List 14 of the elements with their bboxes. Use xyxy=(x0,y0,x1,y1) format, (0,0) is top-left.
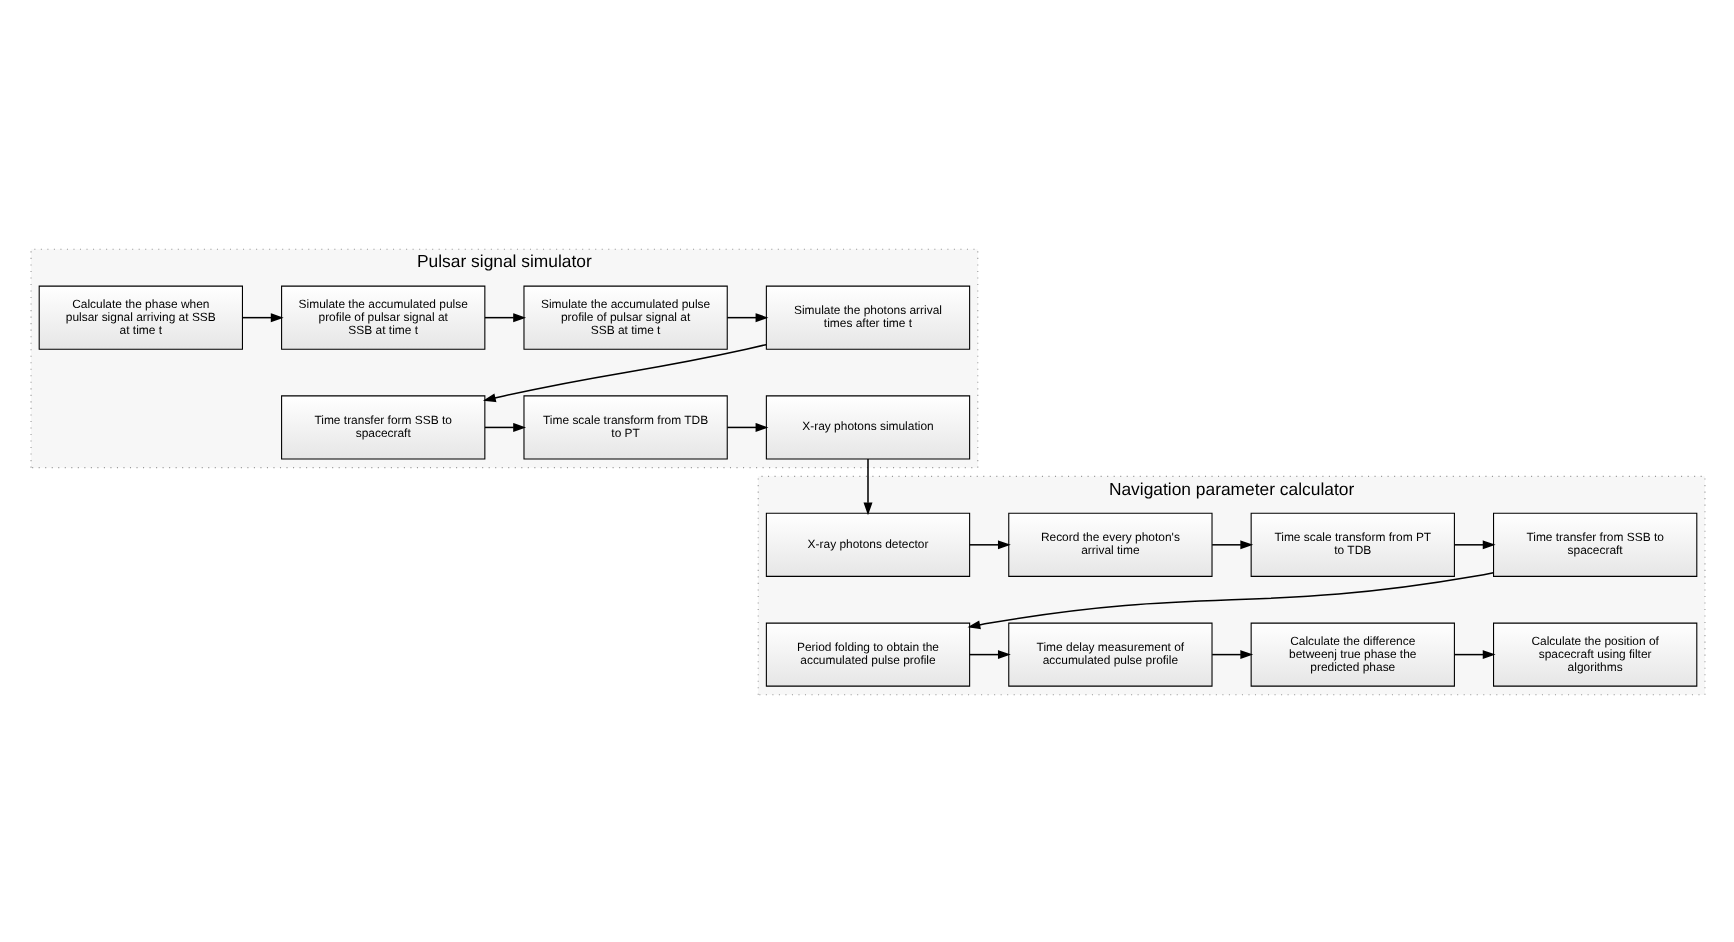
arrow xyxy=(1452,539,1495,549)
arrow xyxy=(1210,649,1253,659)
arrow xyxy=(725,421,768,431)
arrow xyxy=(966,571,1494,629)
arrow xyxy=(483,312,526,322)
arrow xyxy=(862,457,872,515)
arrow xyxy=(725,312,768,322)
arrow xyxy=(483,421,526,431)
arrow xyxy=(1210,539,1253,549)
arrow xyxy=(1452,649,1495,659)
arrow xyxy=(968,539,1010,549)
arrow xyxy=(481,342,766,402)
arrow xyxy=(968,649,1010,659)
arrow xyxy=(240,312,283,322)
